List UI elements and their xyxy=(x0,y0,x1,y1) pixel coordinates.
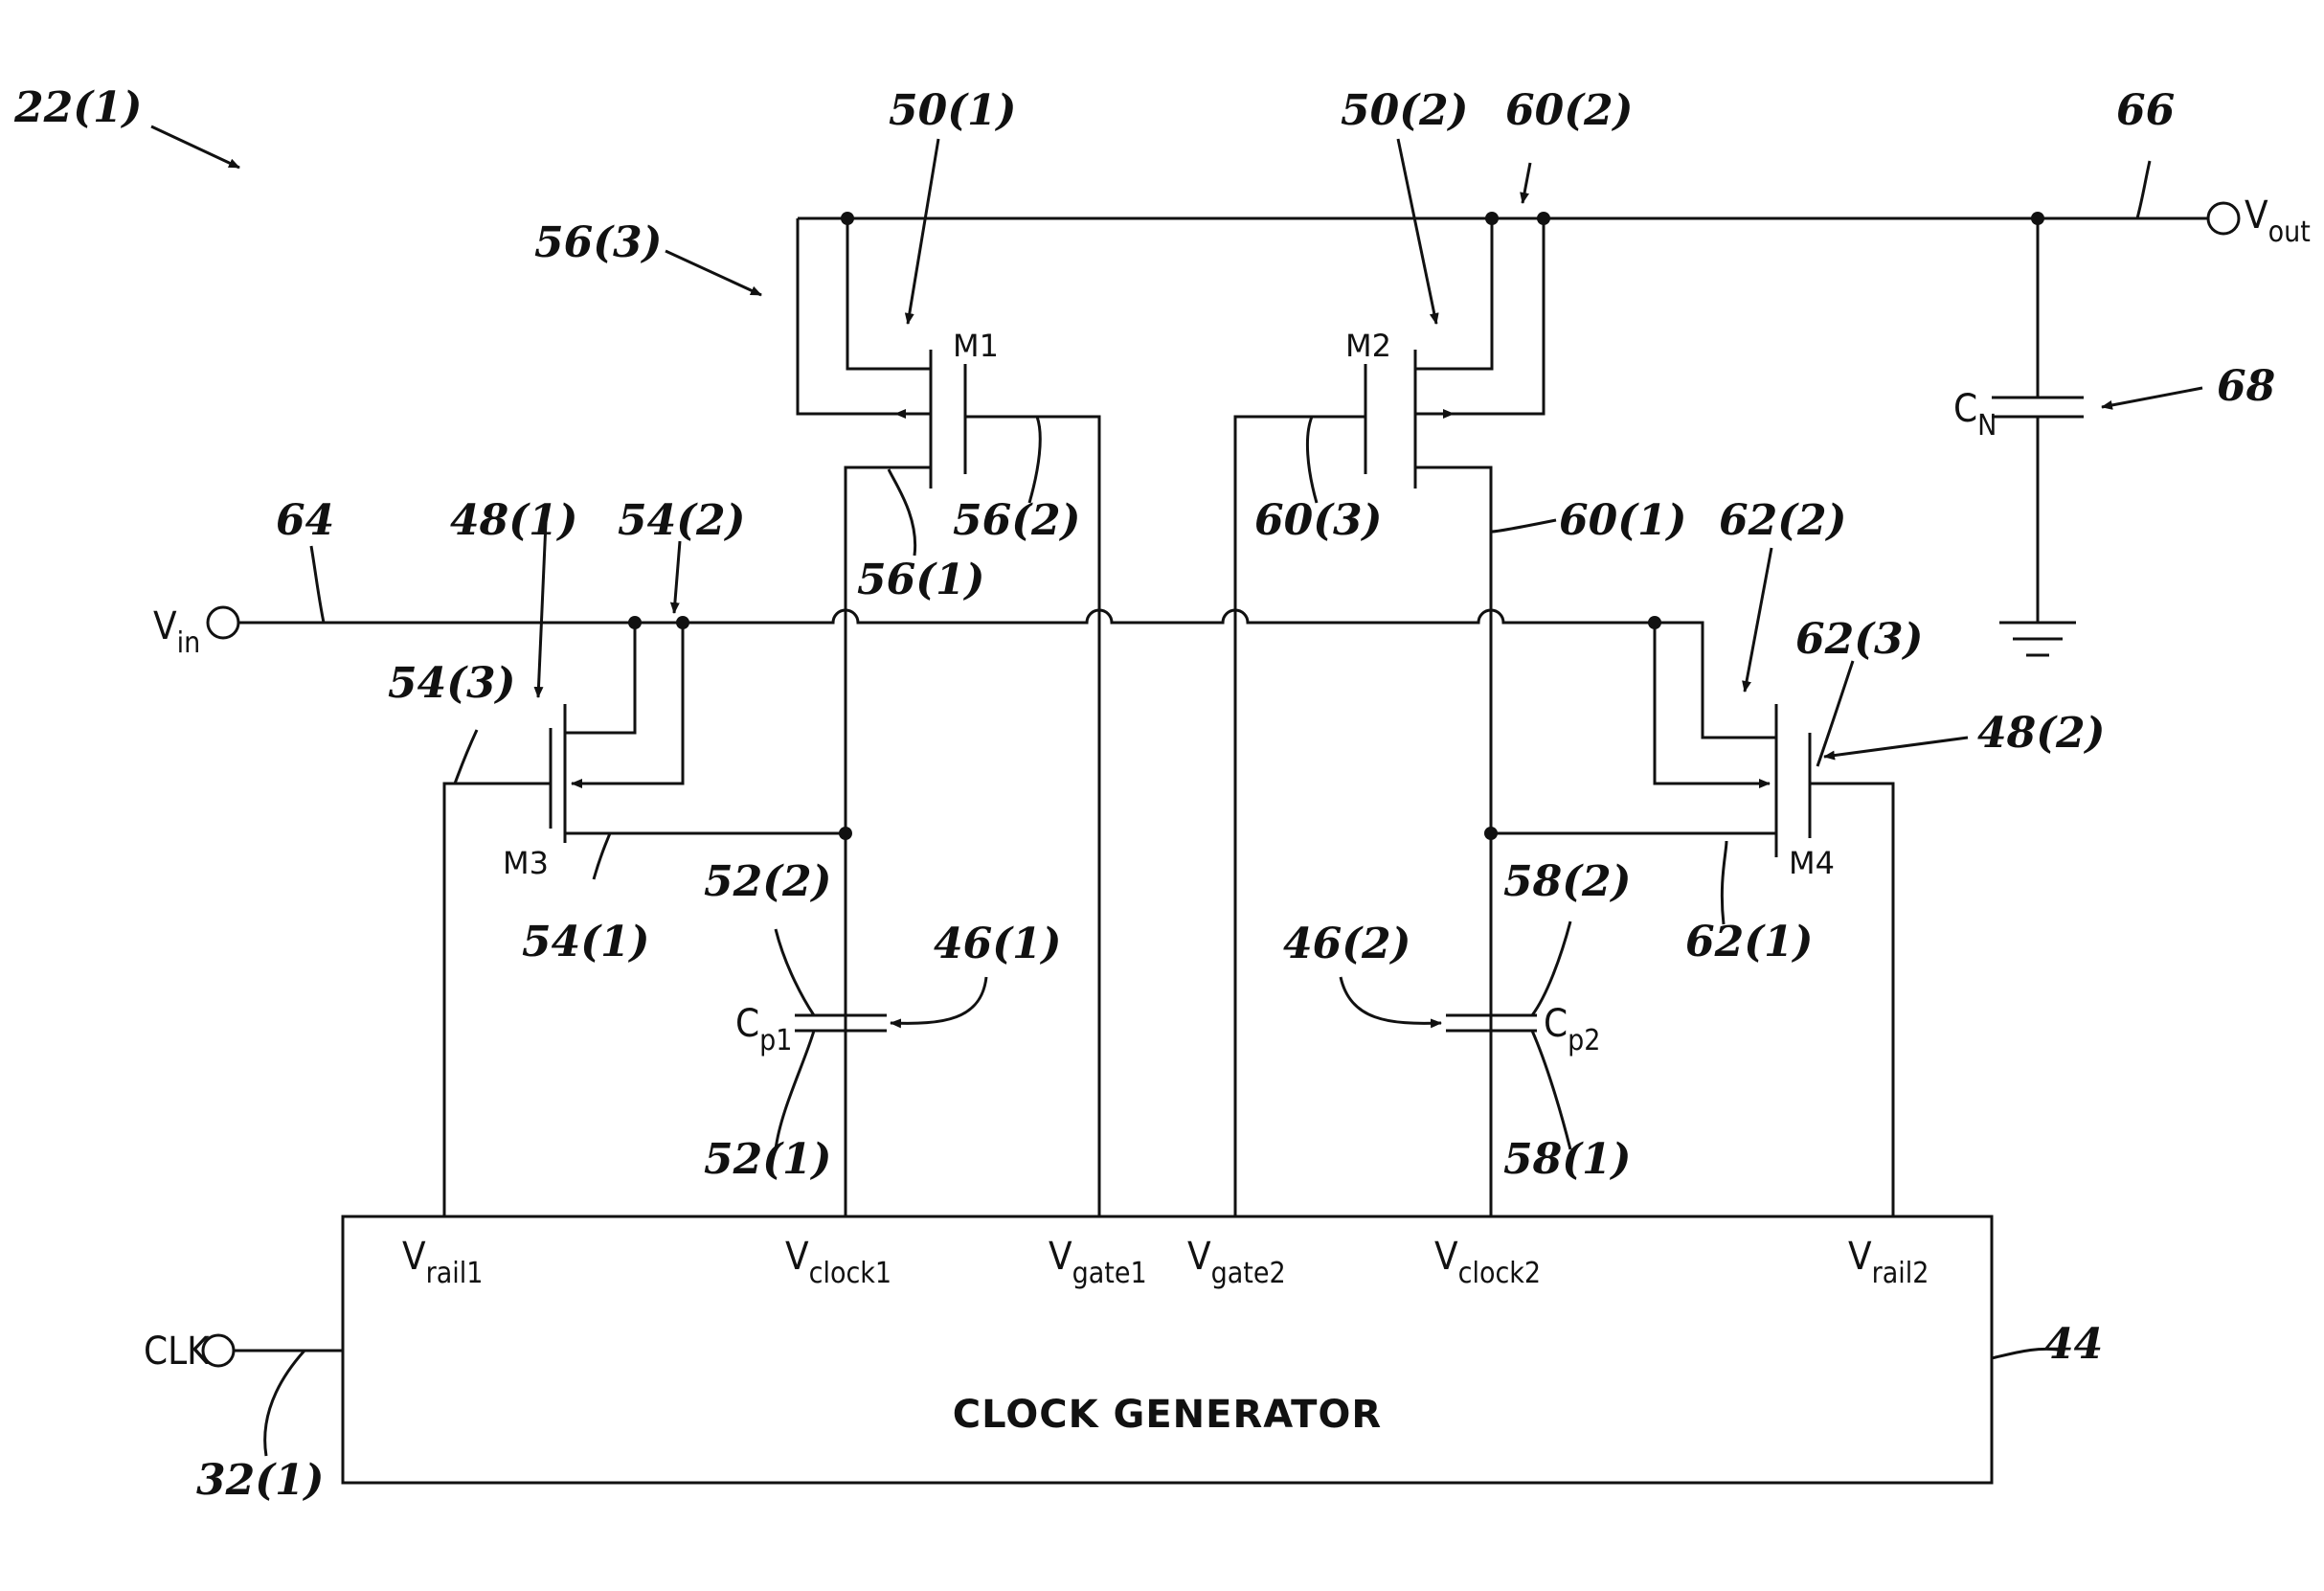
ref-50-1: 50(1) xyxy=(889,86,1016,135)
m4-drain-wire xyxy=(1655,623,1776,738)
m1-body-wire xyxy=(798,218,924,414)
vrail1-label: Vrail1 xyxy=(402,1235,483,1290)
ref-46-2: 46(2) xyxy=(1283,920,1410,968)
ref-54-2: 54(2) xyxy=(618,496,745,545)
ref-50-2: 50(2) xyxy=(1341,86,1468,135)
vout-terminal xyxy=(2208,203,2239,234)
ref-54-1: 54(1) xyxy=(522,918,649,966)
ref-48-2: 48(2) xyxy=(1977,709,2105,758)
ref-54-3: 54(3) xyxy=(388,659,515,708)
ground-symbol xyxy=(1999,623,2076,655)
ref-56-1: 56(1) xyxy=(857,556,984,604)
m1-label: M1 xyxy=(953,328,999,364)
wiring xyxy=(234,218,2207,1351)
ref-62-1: 62(1) xyxy=(1685,918,1813,966)
cp2-label: Cp2 xyxy=(1544,1002,1600,1057)
m3-label: M3 xyxy=(503,845,549,881)
vin-terminal xyxy=(208,607,238,638)
ref-64: 64 xyxy=(276,496,334,545)
vclock1-label: Vclock1 xyxy=(785,1235,891,1290)
ref-62-3: 62(3) xyxy=(1795,615,1923,664)
cp1-label: Cp1 xyxy=(735,1002,792,1057)
ref-44: 44 xyxy=(2044,1320,2103,1369)
m2-label: M2 xyxy=(1345,328,1391,364)
m3-body-wire xyxy=(572,623,683,784)
m1-drain-wire xyxy=(847,218,931,369)
m4-label: M4 xyxy=(1789,845,1835,881)
ref-56-3: 56(3) xyxy=(534,218,662,267)
ref-56-2: 56(2) xyxy=(953,496,1080,545)
vclock2-label: Vclock2 xyxy=(1434,1235,1541,1290)
ref-48-1: 48(1) xyxy=(450,496,577,545)
vgate1-label: Vgate1 xyxy=(1049,1235,1147,1290)
clock-generator-block xyxy=(343,1216,1992,1483)
m3-drain-wire xyxy=(565,623,635,733)
ref-58-2: 58(2) xyxy=(1503,857,1631,906)
clk-label: CLK xyxy=(144,1330,211,1374)
cn-label: CN xyxy=(1953,387,1997,443)
ref-32-1: 32(1) xyxy=(196,1456,324,1505)
vrail2-label: Vrail2 xyxy=(1848,1235,1929,1290)
vgate2-label: Vgate2 xyxy=(1187,1235,1286,1290)
ref-52-2: 52(2) xyxy=(704,857,831,906)
ref-46-1: 46(1) xyxy=(934,920,1061,968)
transistor-m3 xyxy=(551,704,608,843)
ref-62-2: 62(2) xyxy=(1719,496,1846,545)
ref-22-1: 22(1) xyxy=(13,83,142,132)
ref-68: 68 xyxy=(2217,362,2275,411)
ref-60-1: 60(1) xyxy=(1559,496,1686,545)
capacitor-cn xyxy=(1992,398,2084,417)
vin-label: Vin xyxy=(153,604,200,660)
m2-drain-wire xyxy=(1415,218,1492,369)
clock-generator-label: CLOCK GENERATOR xyxy=(953,1393,1382,1437)
ref-60-2: 60(2) xyxy=(1505,86,1633,135)
vin-line-wire xyxy=(238,610,1655,623)
m2-body-wire xyxy=(1429,218,1544,414)
reference-numerals: 22(1) 50(1) 50(2) 60(2) 66 56(3) 68 64 4… xyxy=(13,83,2275,1505)
vout-label: Vout xyxy=(2245,193,2311,249)
ref-58-1: 58(1) xyxy=(1503,1135,1631,1184)
m2-source-wire xyxy=(1415,467,1491,1216)
ref-60-3: 60(3) xyxy=(1254,496,1382,545)
ref-52-1: 52(1) xyxy=(704,1135,831,1184)
ref-66: 66 xyxy=(2116,86,2175,135)
